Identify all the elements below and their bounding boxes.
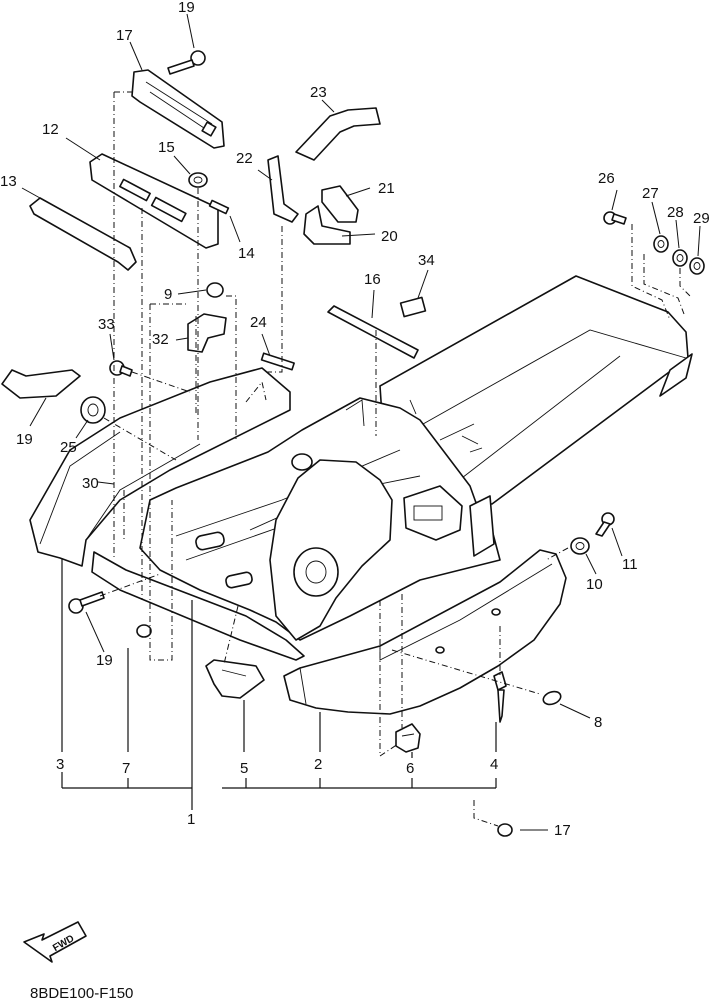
part-32-clip [187, 313, 227, 353]
part-21-bracket [303, 205, 351, 245]
callout-23: 22 [236, 150, 253, 167]
callout-30: 28 [667, 204, 684, 221]
callout-15: 15 [158, 139, 175, 156]
callout-22: 21 [378, 180, 395, 197]
callout-19-lower: 19 [96, 652, 113, 669]
callout-3: 3 [56, 756, 64, 773]
part-19-bolt-lower [68, 591, 105, 614]
callout-4: 4 [490, 756, 498, 773]
callout-17: 17 [554, 822, 571, 839]
part-9-grommet [206, 282, 224, 298]
callout-19-top: 19 [178, 0, 195, 16]
part-14-pad [208, 199, 230, 215]
callout-31: 29 [693, 210, 710, 227]
part-17-grommet [497, 823, 513, 837]
callout-14: 14 [238, 245, 255, 262]
part-19-bolt-top [167, 50, 206, 75]
part-34-label [399, 296, 427, 318]
part-26-pad [260, 352, 295, 371]
callout-21: 20 [381, 228, 398, 245]
callout-11: 11 [622, 556, 638, 573]
part-13-bar [29, 197, 137, 271]
part-10-collar [570, 537, 590, 555]
callout-8: 8 [594, 714, 602, 731]
part-18-bracket [131, 69, 225, 149]
part-30-collar [672, 249, 688, 267]
callout-12: 12 [42, 121, 59, 138]
part-15-grommet [188, 172, 208, 188]
fwd-arrow-icon: FWD [23, 921, 87, 963]
callout-13: 13 [0, 173, 17, 190]
callout-29: 27 [642, 185, 659, 202]
callout-1: 1 [187, 811, 195, 828]
callout-34: 34 [418, 252, 435, 269]
callout-20: 19 [16, 431, 33, 448]
callout-26: 24 [250, 314, 267, 331]
part-6-clip [395, 723, 421, 753]
part-33-bolt [109, 360, 133, 377]
part-22-block [321, 185, 359, 223]
diagram-code: 8BDE100-F150 [30, 985, 133, 1000]
part-11-bolt [595, 512, 615, 537]
part-31-nut [689, 257, 705, 275]
callout-5: 5 [240, 760, 248, 777]
part-24-grip [295, 107, 381, 161]
part-23-rod [267, 155, 299, 223]
callout-7: 7 [122, 760, 130, 777]
part-1-rear-frame [29, 275, 693, 661]
callout-28: 26 [598, 170, 615, 187]
part-25-grommet [80, 396, 106, 424]
callout-33: 33 [98, 316, 115, 333]
callout-16: 16 [364, 271, 381, 288]
callout-18: 17 [116, 27, 133, 44]
leader-lines [21, 13, 701, 831]
callout-24: 23 [310, 84, 327, 101]
callout-25: 25 [60, 439, 77, 456]
part-28-bolt [603, 211, 627, 225]
callout-32: 32 [152, 331, 169, 348]
callout-labels: 19 17 23 12 15 22 13 21 26 27 28 29 20 1… [0, 0, 710, 839]
callout-9: 9 [164, 286, 172, 303]
part-20-bracket [1, 369, 81, 399]
callout-10: 10 [586, 576, 603, 593]
callout-27: 30 [82, 475, 99, 492]
part-12-plate [89, 153, 219, 249]
part-5-bracket [205, 659, 265, 699]
callout-2: 2 [314, 756, 322, 773]
part-8-plug [542, 690, 562, 706]
dashed-alignment-lines [99, 91, 691, 827]
callout-6: 6 [406, 760, 414, 777]
part-29-washer [653, 235, 669, 253]
part-7-plug [136, 624, 152, 638]
part-16-strip [327, 305, 419, 359]
part-2-side-cover [283, 549, 567, 715]
part-4-screw [493, 671, 507, 723]
